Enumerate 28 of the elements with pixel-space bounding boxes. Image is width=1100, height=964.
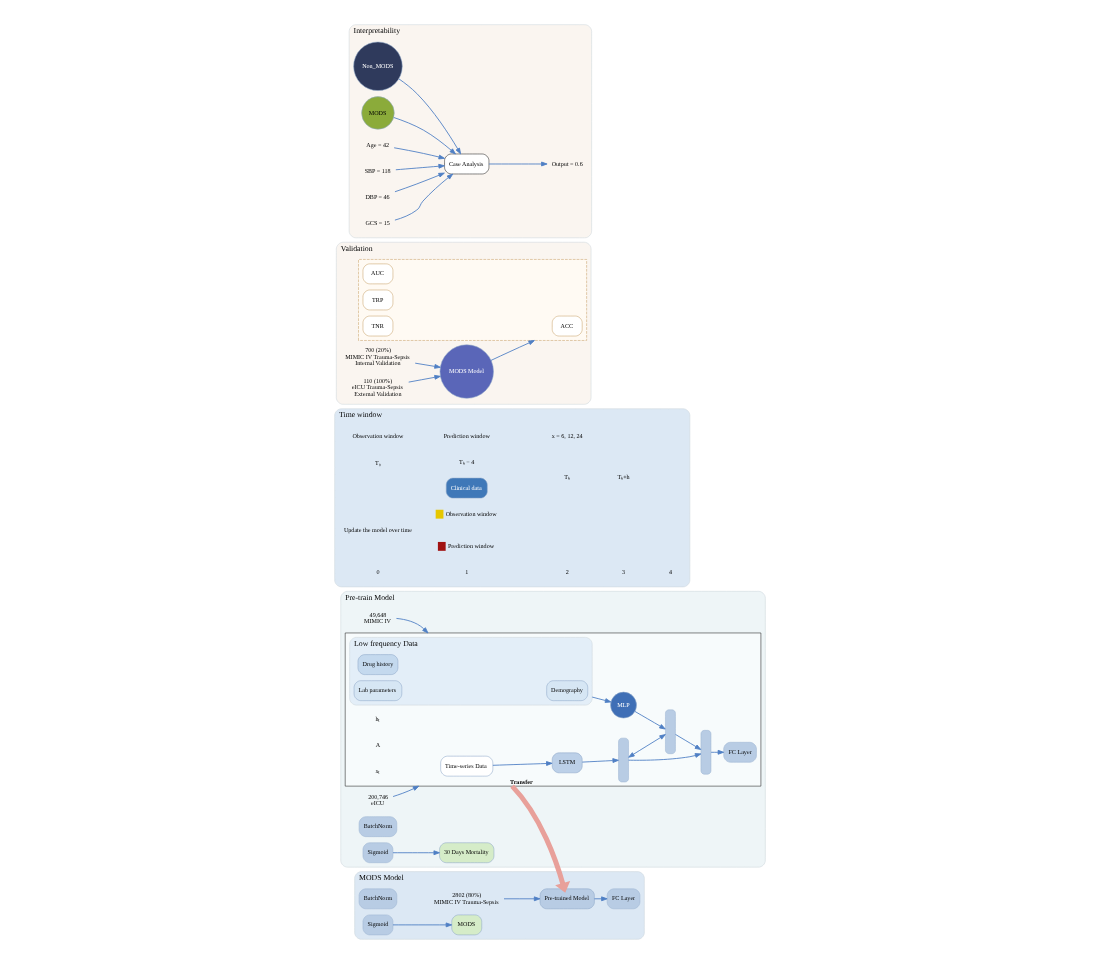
arrow xyxy=(395,163,445,171)
arrow xyxy=(675,734,702,750)
node-bar xyxy=(700,730,712,775)
arrow xyxy=(710,749,725,755)
node-bar xyxy=(618,737,629,783)
arrow xyxy=(394,172,445,193)
arrow xyxy=(628,734,666,758)
arrow xyxy=(488,161,548,167)
arrow xyxy=(394,173,454,221)
arrow xyxy=(492,761,553,766)
arrow xyxy=(510,784,571,893)
arrow xyxy=(408,374,441,383)
arrow xyxy=(392,785,420,797)
arrow xyxy=(392,850,440,856)
arrow xyxy=(392,922,453,928)
arrow xyxy=(591,696,612,703)
arrow xyxy=(503,896,541,902)
arrow xyxy=(393,117,456,155)
arrow xyxy=(414,362,441,369)
arrow xyxy=(581,758,619,763)
arrow xyxy=(396,617,429,634)
arrow xyxy=(593,896,608,902)
arrow xyxy=(398,78,462,155)
arrow xyxy=(393,147,445,160)
node-bar xyxy=(665,709,676,754)
arrow xyxy=(490,340,535,361)
arrow xyxy=(628,753,702,761)
arrow xyxy=(634,711,666,730)
